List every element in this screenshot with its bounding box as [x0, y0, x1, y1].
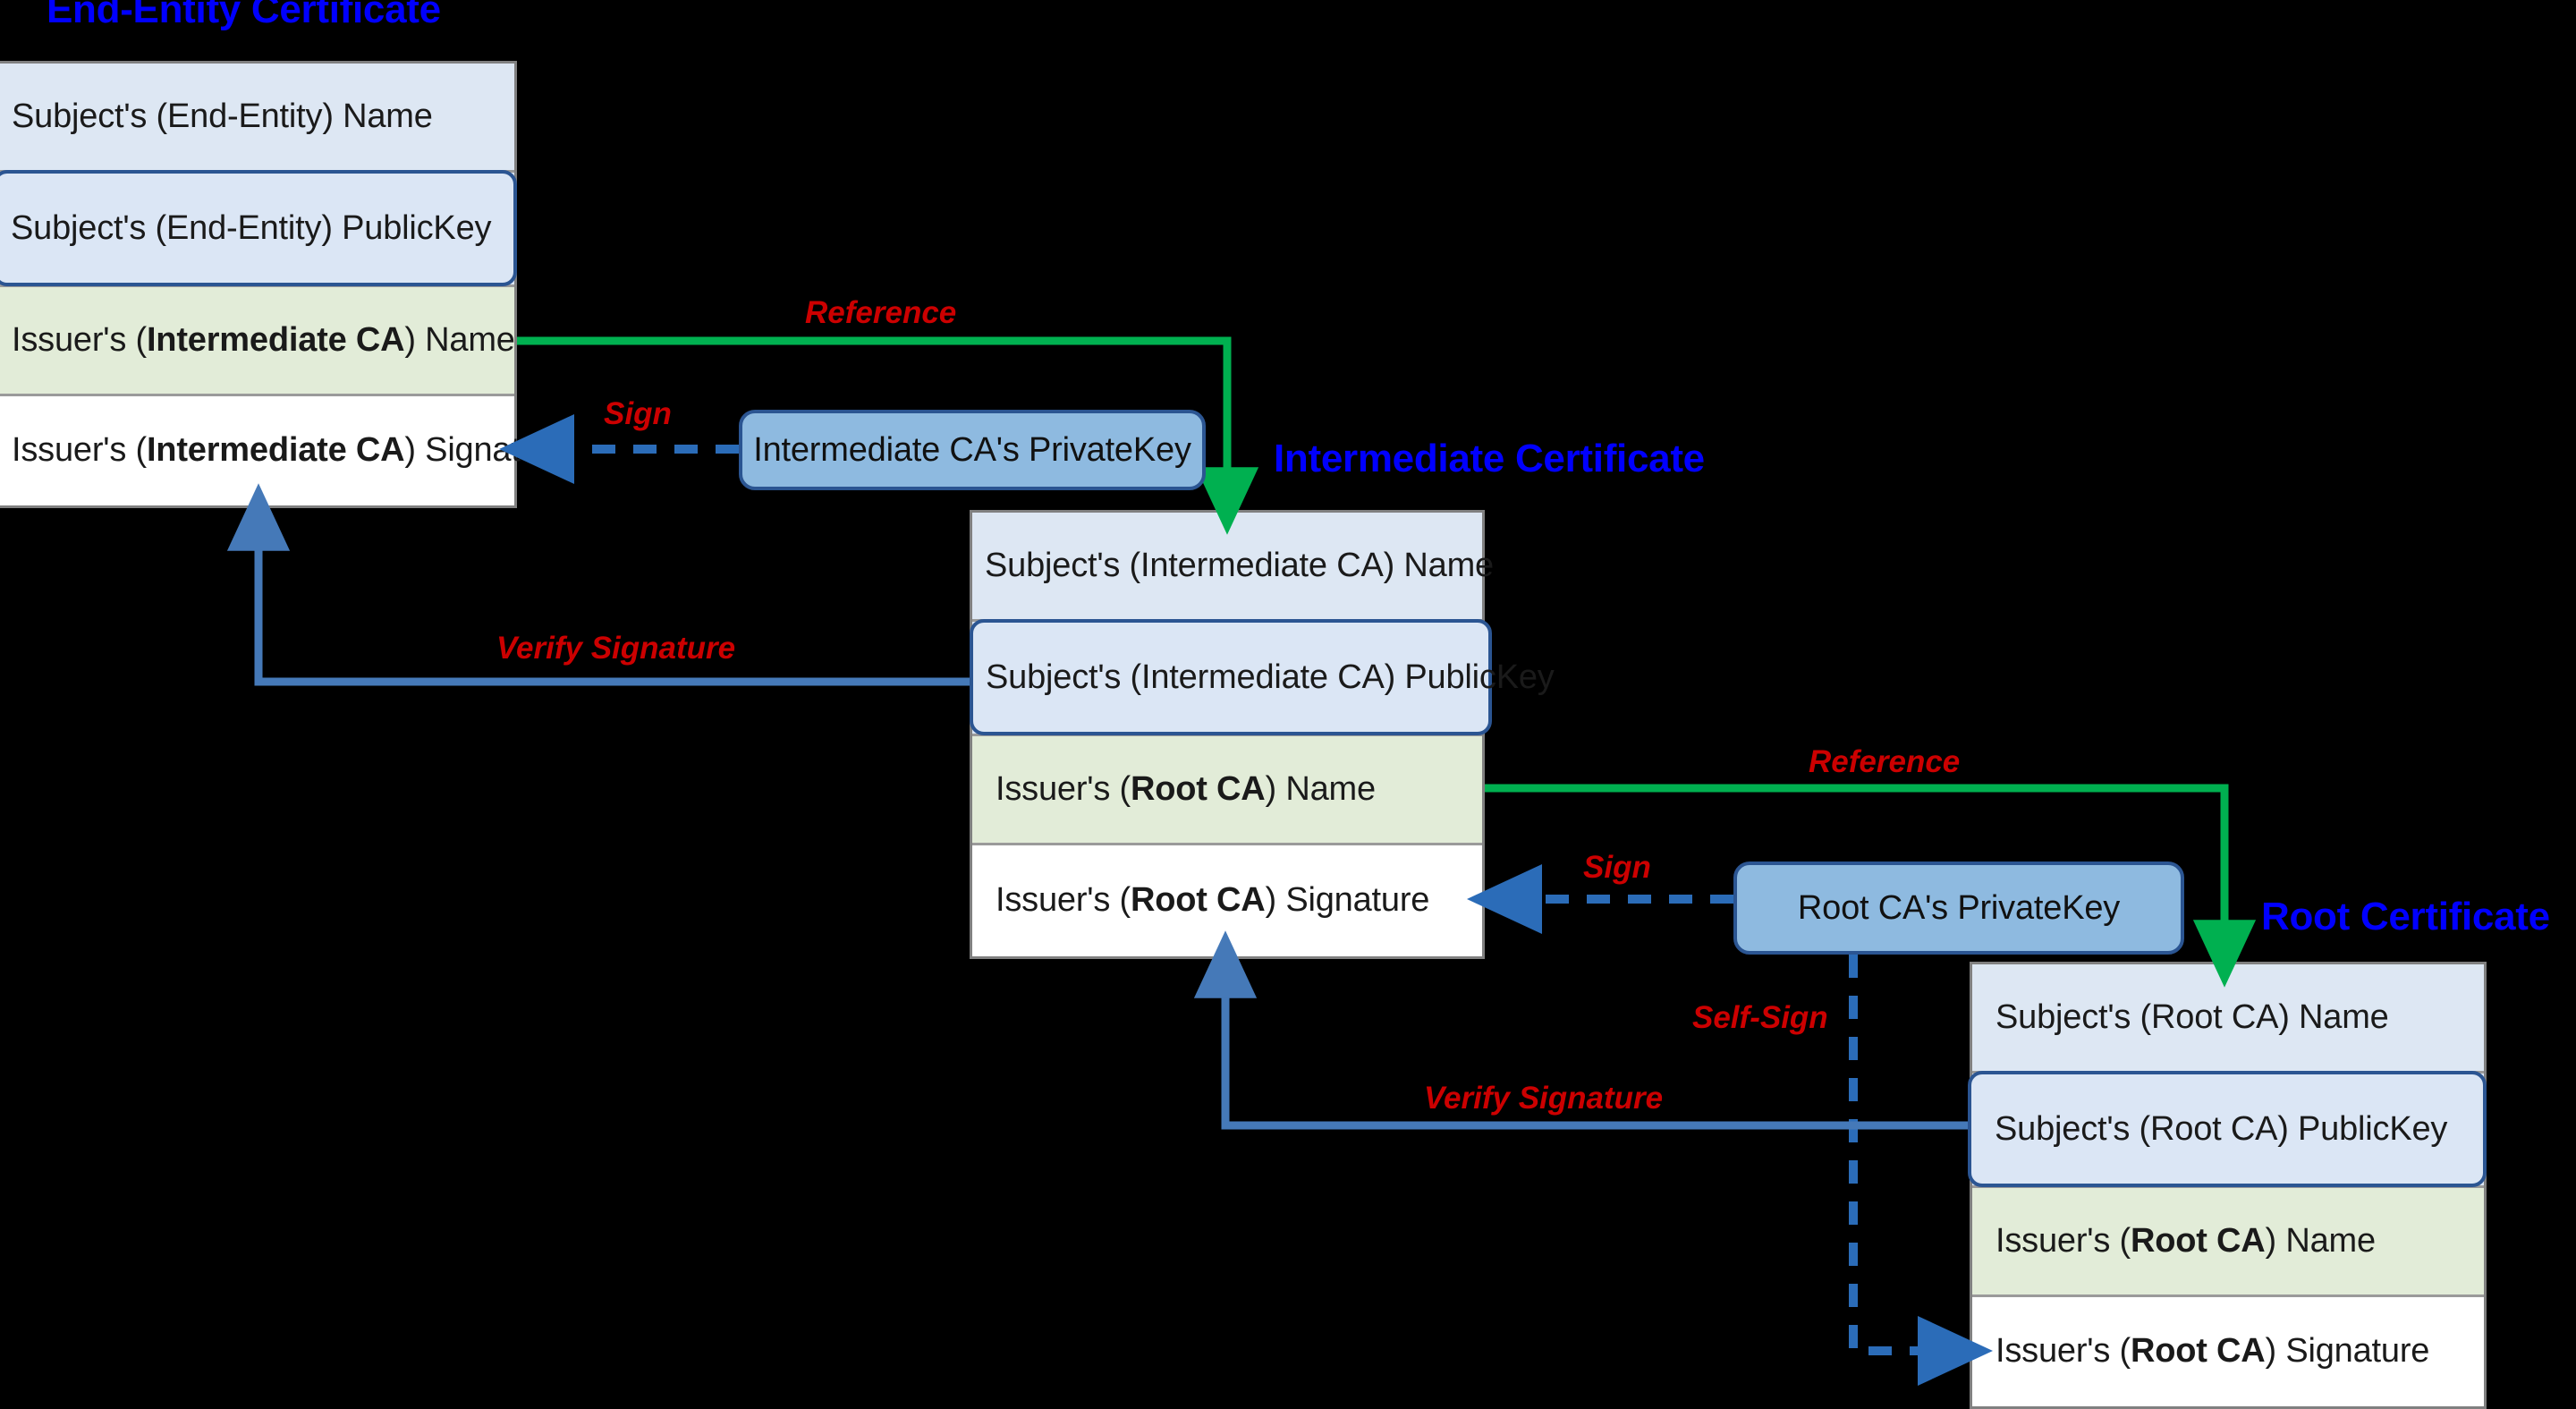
root-issuer-signature-row: Issuer's (Root CA) Signature — [1972, 1297, 2484, 1406]
root-issuer-signature-label: Issuer's (Root CA) Signature — [1996, 1332, 2430, 1371]
sign-label-top: Sign — [604, 396, 672, 431]
end-entity-subject-publickey-row[interactable]: Subject's (End-Entity) PublicKey — [0, 170, 517, 286]
end-entity-subject-name-label: Subject's (End-Entity) Name — [12, 97, 433, 135]
self-sign-label: Self-Sign — [1692, 1000, 1828, 1035]
reference-label-bottom: Reference — [1809, 744, 1961, 779]
intermediate-certificate-title: Intermediate Certificate — [1274, 437, 1705, 480]
end-entity-subject-name-row: Subject's (End-Entity) Name — [0, 64, 514, 173]
root-issuer-name-label: Issuer's (Root CA) Name — [1996, 1221, 2376, 1260]
intermediate-issuer-name-label: Issuer's (Root CA) Name — [996, 769, 1376, 808]
root-subject-name-label: Subject's (Root CA) Name — [1996, 997, 2389, 1036]
root-ca-privatekey-box[interactable]: Root CA's PrivateKey — [1733, 862, 2184, 955]
root-issuer-name-bold: Root CA — [2130, 1221, 2266, 1260]
intermediate-issuer-name-row: Issuer's (Root CA) Name — [972, 736, 1482, 845]
intermediate-subject-publickey-row[interactable]: Subject's (Intermediate CA) PublicKey — [970, 619, 1555, 735]
intermediate-ca-privatekey-box[interactable]: Intermediate CA's PrivateKey — [739, 410, 1206, 490]
end-entity-subject-publickey-label: Subject's (End-Entity) PublicKey — [11, 208, 492, 247]
end-entity-issuer-signature-bold: Intermediate CA — [146, 431, 405, 470]
root-issuer-name-row: Issuer's (Root CA) Name — [1972, 1188, 2484, 1297]
intermediate-subject-publickey-label: Subject's (Intermediate CA) PublicKey — [986, 658, 1555, 696]
verify-signature-label-bottom: Verify Signature — [1424, 1081, 1664, 1116]
intermediate-issuer-signature-row: Issuer's (Root CA) Signature — [972, 845, 1482, 956]
end-entity-issuer-name-bold: Intermediate CA — [146, 320, 405, 359]
end-entity-issuer-signature-label: Issuer's (Intermediate CA) Signature — [12, 431, 570, 470]
verify-signature-label-top: Verify Signature — [496, 631, 736, 666]
root-subject-name-row: Subject's (Root CA) Name — [1972, 964, 2484, 1074]
sign-label-bottom: Sign — [1583, 850, 1651, 885]
intermediate-subject-name-label: Subject's (Intermediate CA) Name — [985, 546, 1494, 584]
end-entity-issuer-name-row: Issuer's (Intermediate CA) Name — [0, 287, 515, 396]
root-subject-publickey-label: Subject's (Root CA) PublicKey — [1995, 1109, 2448, 1148]
end-entity-issuer-name-label: Issuer's (Intermediate CA) Name — [12, 320, 515, 359]
intermediate-issuer-signature-label: Issuer's (Root CA) Signature — [996, 881, 1430, 920]
self-sign-arrow — [1849, 955, 1994, 1386]
root-subject-publickey-row[interactable]: Subject's (Root CA) PublicKey — [1968, 1071, 2487, 1187]
intermediate-subject-name-row: Subject's (Intermediate CA) Name — [972, 513, 1494, 622]
reference-label-top: Reference — [805, 295, 957, 330]
root-certificate-title: Root Certificate — [2261, 895, 2550, 938]
intermediate-issuer-signature-bold: Root CA — [1130, 881, 1266, 920]
intermediate-ca-privatekey-label: Intermediate CA's PrivateKey — [753, 430, 1191, 469]
end-entity-certificate-title: End-Entity Certificate — [47, 0, 441, 31]
end-entity-issuer-signature-row: Issuer's (Intermediate CA) Signature — [0, 396, 569, 505]
root-ca-privatekey-label: Root CA's PrivateKey — [1797, 888, 2121, 927]
root-issuer-signature-bold: Root CA — [2130, 1332, 2266, 1371]
intermediate-issuer-name-bold: Root CA — [1130, 769, 1266, 808]
